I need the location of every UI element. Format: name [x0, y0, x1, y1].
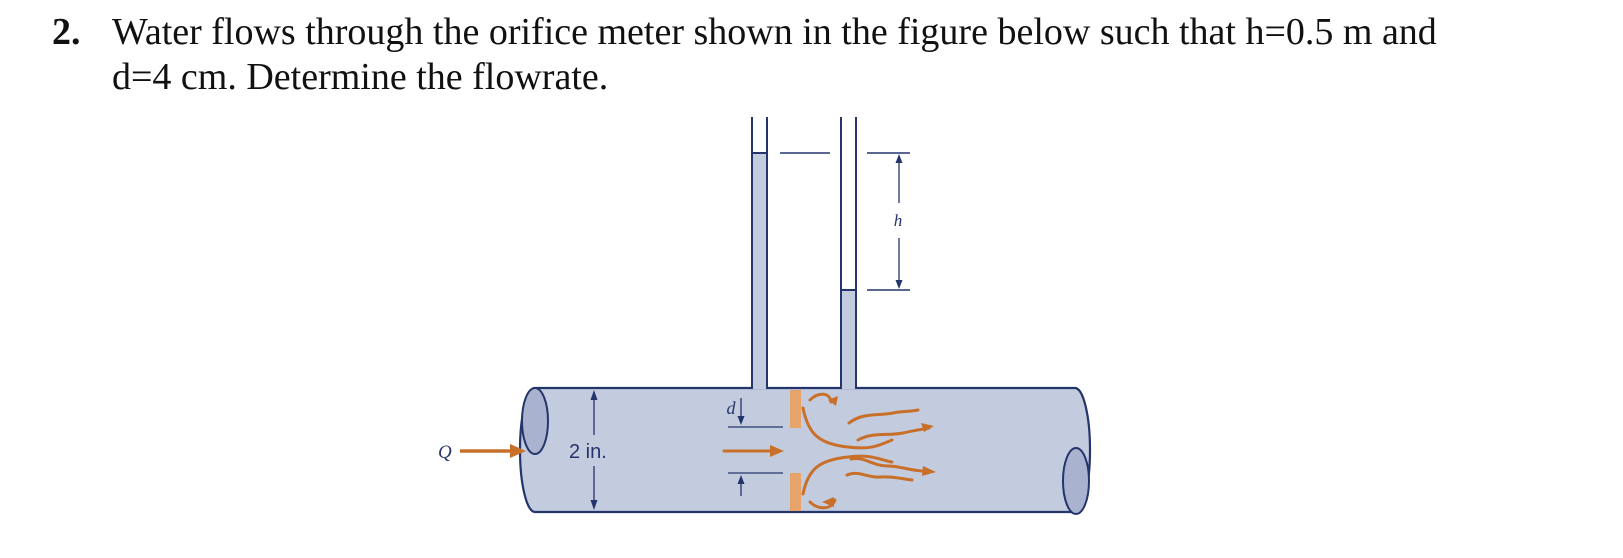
left-manometer-tube [751, 117, 768, 389]
flow-streamlines [722, 392, 931, 510]
flow-label-q: Q [438, 442, 452, 463]
pipe-diameter-label: 2 in. [569, 441, 607, 463]
d-label: d [727, 398, 737, 418]
flow-arrowheads [770, 396, 936, 507]
orifice-plate-bottom [790, 473, 801, 511]
d-dimension [728, 398, 783, 496]
problem-number: 2. [52, 11, 81, 53]
problem-text-line-1: Water flows through the orifice meter sh… [112, 11, 1437, 53]
pipe-diameter-dimension [590, 390, 598, 510]
problem-text-line-2: d=4 cm. Determine the flowrate. [112, 56, 609, 98]
h-dimension [895, 154, 903, 289]
inlet-flow-arrow [460, 444, 526, 458]
orifice-plate-top [790, 390, 801, 428]
pipe-left-end [521, 387, 549, 455]
h-label: h [894, 211, 903, 230]
pipe-right-end [1062, 447, 1090, 515]
right-manometer-tube [840, 117, 857, 389]
